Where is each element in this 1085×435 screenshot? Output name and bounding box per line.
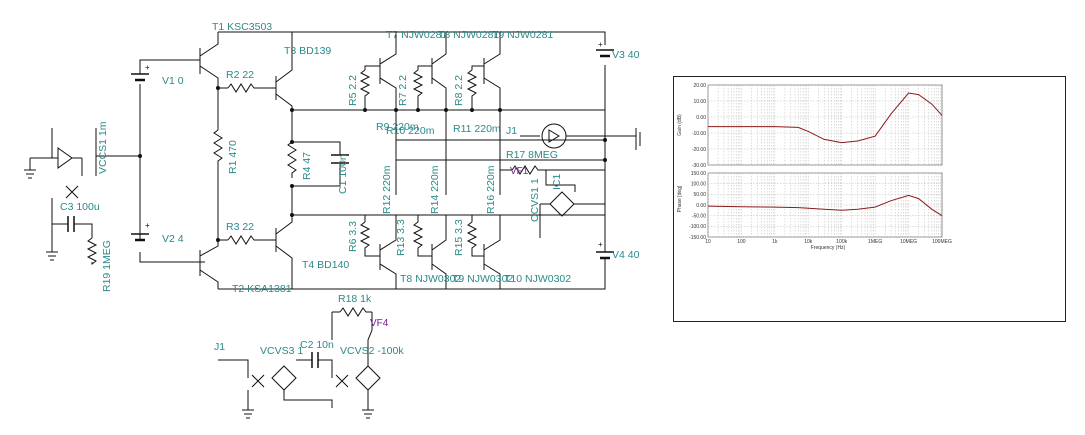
label-t2: T2 KSA1381 xyxy=(232,283,292,295)
label-r10: R10 220m xyxy=(386,125,435,137)
bode-plot-window: Gain (dB) Phase [deg] Frequency (Hz) 20.… xyxy=(673,76,1066,322)
phase-tick-label: 0.00 xyxy=(696,203,706,209)
label-ccvs1: CCVS1 1 xyxy=(529,178,541,222)
label-r5: R5 2.2 xyxy=(347,75,359,106)
label-r15: R15 3.3 xyxy=(453,219,465,256)
gain-tick-label: -20.00 xyxy=(692,147,706,153)
label-t10: T10 NJW0302 xyxy=(504,273,571,285)
svg-text:+: + xyxy=(145,221,150,230)
label-c2: C2 10n xyxy=(300,339,334,351)
bode-plot: Gain (dB) Phase [deg] Frequency (Hz) 20.… xyxy=(677,83,952,251)
phase-axis-label: Phase [deg] xyxy=(677,185,683,212)
frequency-tick-label: 1MEG xyxy=(868,239,882,245)
label-t9: T9 NJW0302 xyxy=(452,273,513,285)
frequency-tick-label: 1k xyxy=(772,239,778,245)
label-c1: C1 100n xyxy=(337,154,349,194)
label-t9-top: T9 NJW0281 xyxy=(492,29,553,41)
gain-tick-label: -10.00 xyxy=(692,131,706,137)
phase-tick-label: -50.00 xyxy=(692,213,706,219)
gain-tick-label: -30.00 xyxy=(692,163,706,169)
label-r19: R19 1MEG xyxy=(101,240,113,292)
gain-curve xyxy=(708,92,943,144)
frequency-axis-label: Frequency (Hz) xyxy=(811,245,846,251)
label-t8: T8 NJW0302 xyxy=(400,273,461,285)
label-vcvs2: VCVS2 -100k xyxy=(340,345,404,357)
phase-tick-label: 100.00 xyxy=(691,181,707,187)
label-t3: T3 BD139 xyxy=(284,45,331,57)
label-ic1: IC1 xyxy=(551,174,563,191)
phase-panel: 150.00 100.00 50.00 0.00 -50.00 -100.00 -150.0… xyxy=(689,171,943,241)
gain-tick-label: 20.00 xyxy=(693,83,706,89)
label-t8-top: T8 NJW0281 xyxy=(438,29,499,41)
label-r18: R18 1k xyxy=(338,293,372,305)
label-j1-right: J1 xyxy=(506,125,517,137)
label-r1: R1 470 xyxy=(227,140,239,174)
frequency-tick-label: 100k xyxy=(836,239,847,245)
label-v2: V2 4 xyxy=(162,233,184,245)
label-r16: R16 220m xyxy=(485,165,497,214)
phase-tick-label: -100.00 xyxy=(689,224,706,230)
label-r12: R12 220m xyxy=(381,165,393,214)
svg-text:+: + xyxy=(145,63,150,72)
label-v4: V4 40 xyxy=(612,249,640,261)
label-vcvs3: VCVS3 1 xyxy=(260,345,303,357)
gain-panel: 20.00 10.00 0.00 -10.00 -20.00 -30.00 xyxy=(692,83,943,169)
frequency-tick-label: 10k xyxy=(804,239,813,245)
phase-tick-label: 150.00 xyxy=(691,171,707,177)
svg-text:+: + xyxy=(598,240,603,249)
label-r17: R17 8MEG xyxy=(506,149,558,161)
label-v1: V1 0 xyxy=(162,75,184,87)
label-r14: R14 220m xyxy=(429,165,441,214)
gain-tick-label: 10.00 xyxy=(693,99,706,105)
label-vf1: VF1 xyxy=(510,166,529,177)
phase-tick-label: 50.00 xyxy=(693,192,706,198)
label-r8: R8 2.2 xyxy=(453,75,465,106)
label-r4: R4 47 xyxy=(301,152,313,180)
phase-tick-label: -150.00 xyxy=(689,235,706,241)
label-r3: R3 22 xyxy=(226,221,254,233)
label-vccs1: VCCS1 1m xyxy=(97,121,109,174)
label-r2: R2 22 xyxy=(226,69,254,81)
svg-text:+: + xyxy=(598,40,603,49)
label-r6: R6 3.3 xyxy=(347,221,359,252)
label-v3: V3 40 xyxy=(612,49,640,61)
schematic-diagram: + + + + xyxy=(24,21,641,419)
frequency-tick-label: 10MEG xyxy=(900,239,917,245)
label-r13: R13 3.3 xyxy=(395,219,407,256)
frequency-tick-label: 100 xyxy=(737,239,746,245)
label-c3: C3 100u xyxy=(60,201,100,213)
label-j1-bottom: J1 xyxy=(214,341,225,353)
phase-curve xyxy=(707,194,943,217)
frequency-tick-label: 100MEG xyxy=(932,239,952,245)
label-r11: R11 220m xyxy=(453,123,501,135)
frequency-tick-label: 10 xyxy=(705,239,711,245)
label-t7: T7 NJW0281 xyxy=(386,29,447,41)
label-t4: T4 BD140 xyxy=(302,259,349,271)
gain-axis-label: Gain (dB) xyxy=(677,114,683,136)
label-t1: T1 KSC3503 xyxy=(212,21,272,33)
label-vf4: VF4 xyxy=(370,318,389,329)
frequency-ticks: 10 100 1k 10k 100k 1MEG 10MEG 100MEG xyxy=(705,239,952,245)
label-r7: R7 2.2 xyxy=(397,75,409,106)
label-r9: R9 220m xyxy=(376,121,419,133)
gain-tick-label: 0.00 xyxy=(696,115,706,121)
